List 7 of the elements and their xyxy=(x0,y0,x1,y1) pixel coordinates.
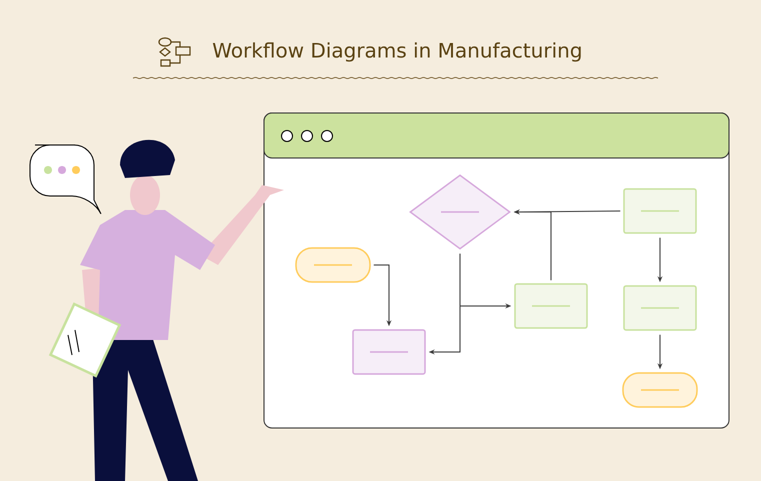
terminal-pill xyxy=(295,247,371,283)
process-box xyxy=(623,188,697,234)
process-box xyxy=(514,283,588,329)
process-box xyxy=(623,285,697,331)
process-box xyxy=(352,329,426,375)
title: Workflow Diagrams in Manufacturing xyxy=(212,42,581,62)
terminal-pill xyxy=(622,372,698,408)
